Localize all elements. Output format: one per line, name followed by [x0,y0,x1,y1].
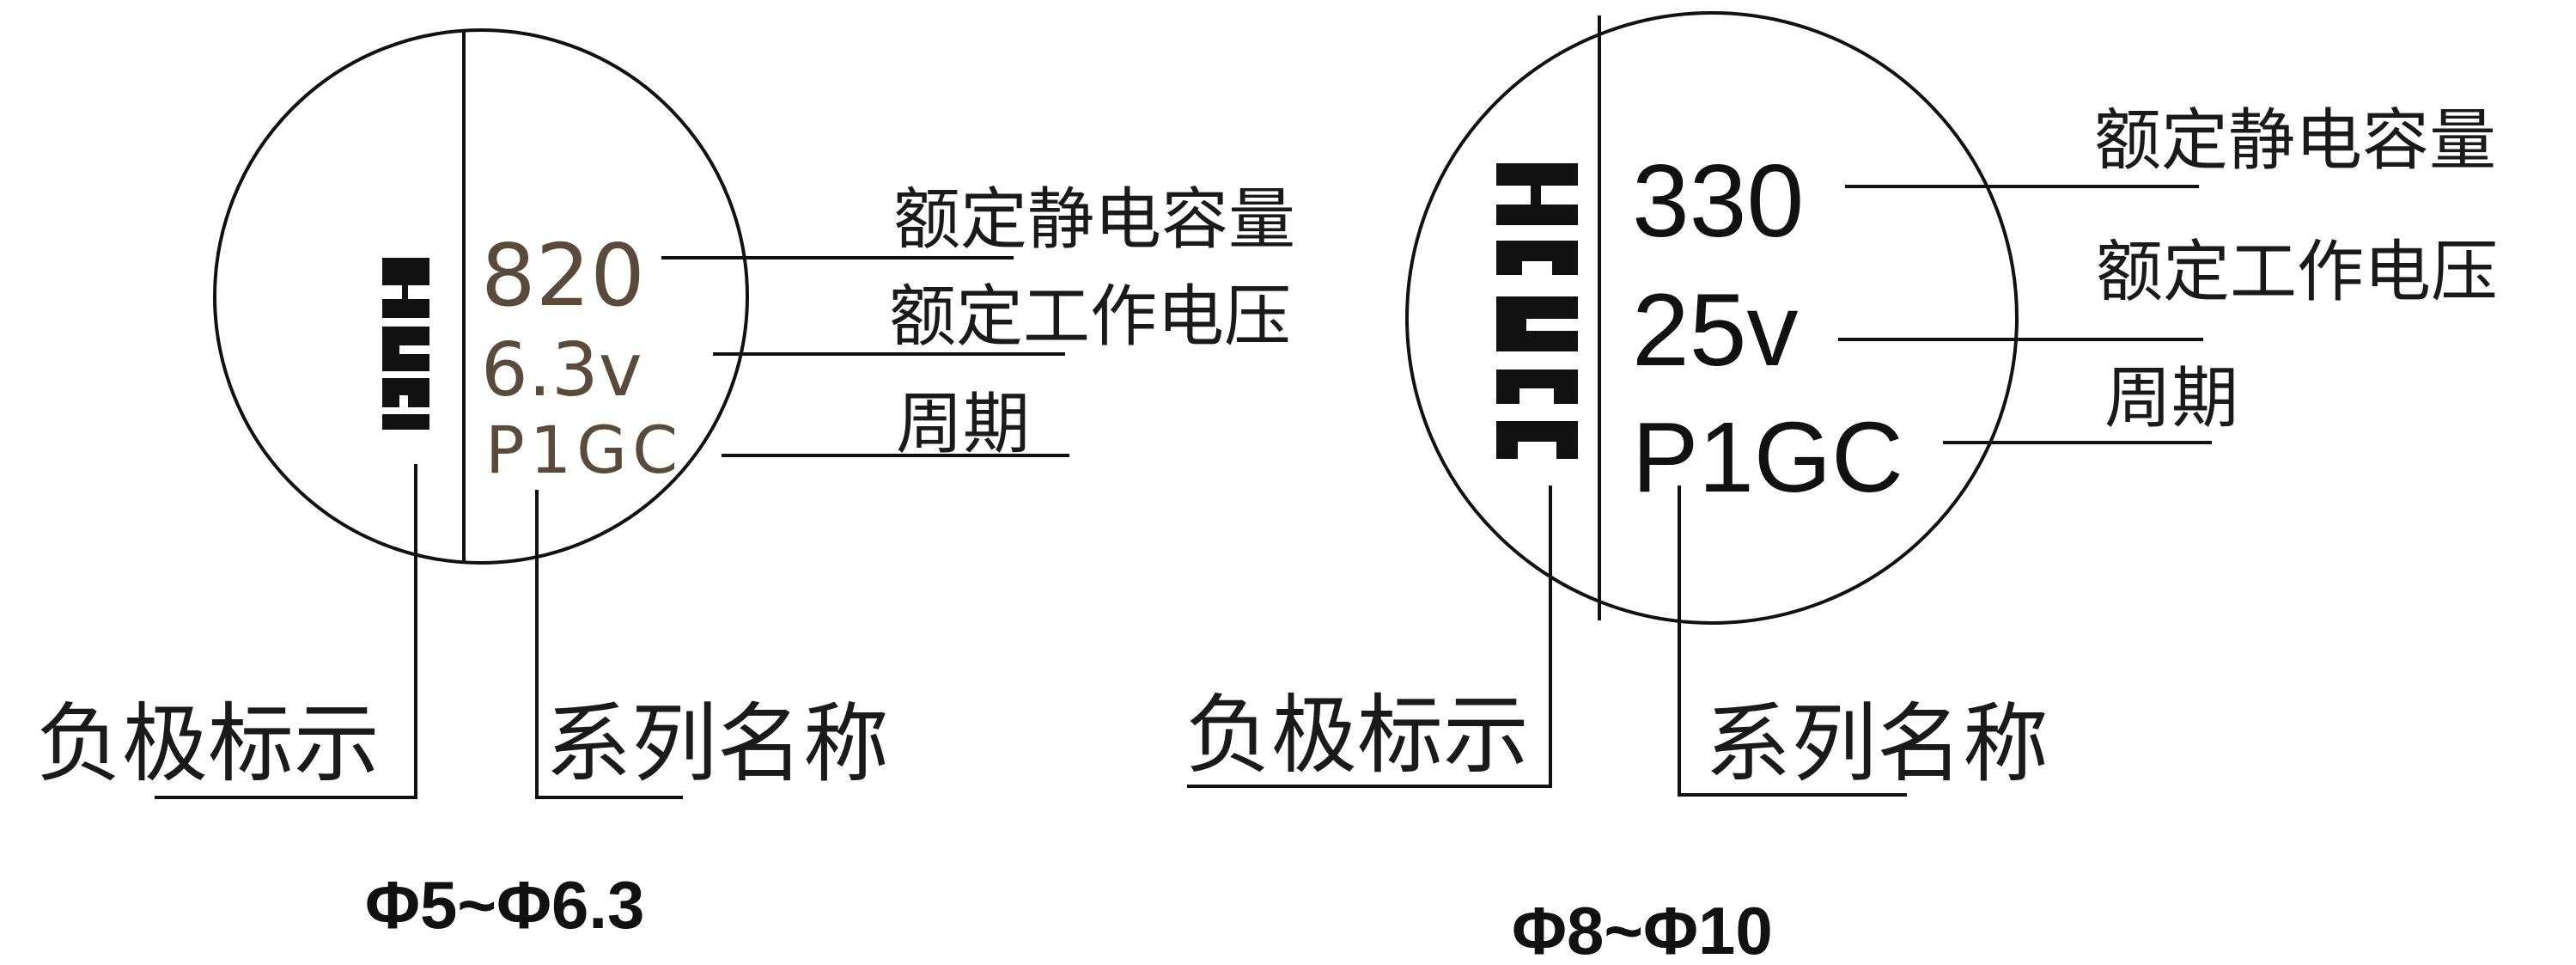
large-capacitor-diagram: 330 25v P1GC 额定静电容量 额定工作电压 周期 负极标示 系列名称 … [1185,11,2498,965]
size-range-label: Φ8~Φ10 [1512,893,1773,965]
period-code: P1GC [485,412,683,488]
size-range-label: Φ5~Φ6.3 [365,867,644,943]
period-label: 周期 [2104,360,2238,437]
capacitance-label: 额定静电容量 [2094,102,2496,180]
series-leader-line [535,490,683,799]
period-label: 周期 [896,386,1030,463]
capacitance-label: 额定静电容量 [893,181,1295,259]
series-leader-line [1678,486,1907,797]
negative-polarity-stripe-icon [1496,163,1578,459]
period-code: P1GC [1632,401,1903,513]
negative-polarity-label: 负极标示 [36,693,380,794]
series-name-label: 系列名称 [1705,693,2049,794]
capacitance-value: 820 [481,225,645,326]
capacitor-top-circle [213,28,749,565]
voltage-label: 额定工作电压 [2096,234,2498,311]
voltage-value: 25v [1632,272,1798,388]
negative-polarity-label: 负极标示 [1185,685,1529,785]
capacitance-value: 330 [1632,144,1804,259]
voltage-value: 6.3v [481,327,642,413]
small-capacitor-diagram: 820 6.3v P1GC 额定静电容量 额定工作电压 周期 负极标示 系列名称… [36,28,1295,943]
voltage-label: 额定工作电压 [889,278,1291,356]
negative-polarity-stripe-icon [382,258,429,430]
series-name-label: 系列名称 [545,693,889,794]
negative-leader-line [155,464,417,799]
negative-leader-line [1187,486,1552,788]
